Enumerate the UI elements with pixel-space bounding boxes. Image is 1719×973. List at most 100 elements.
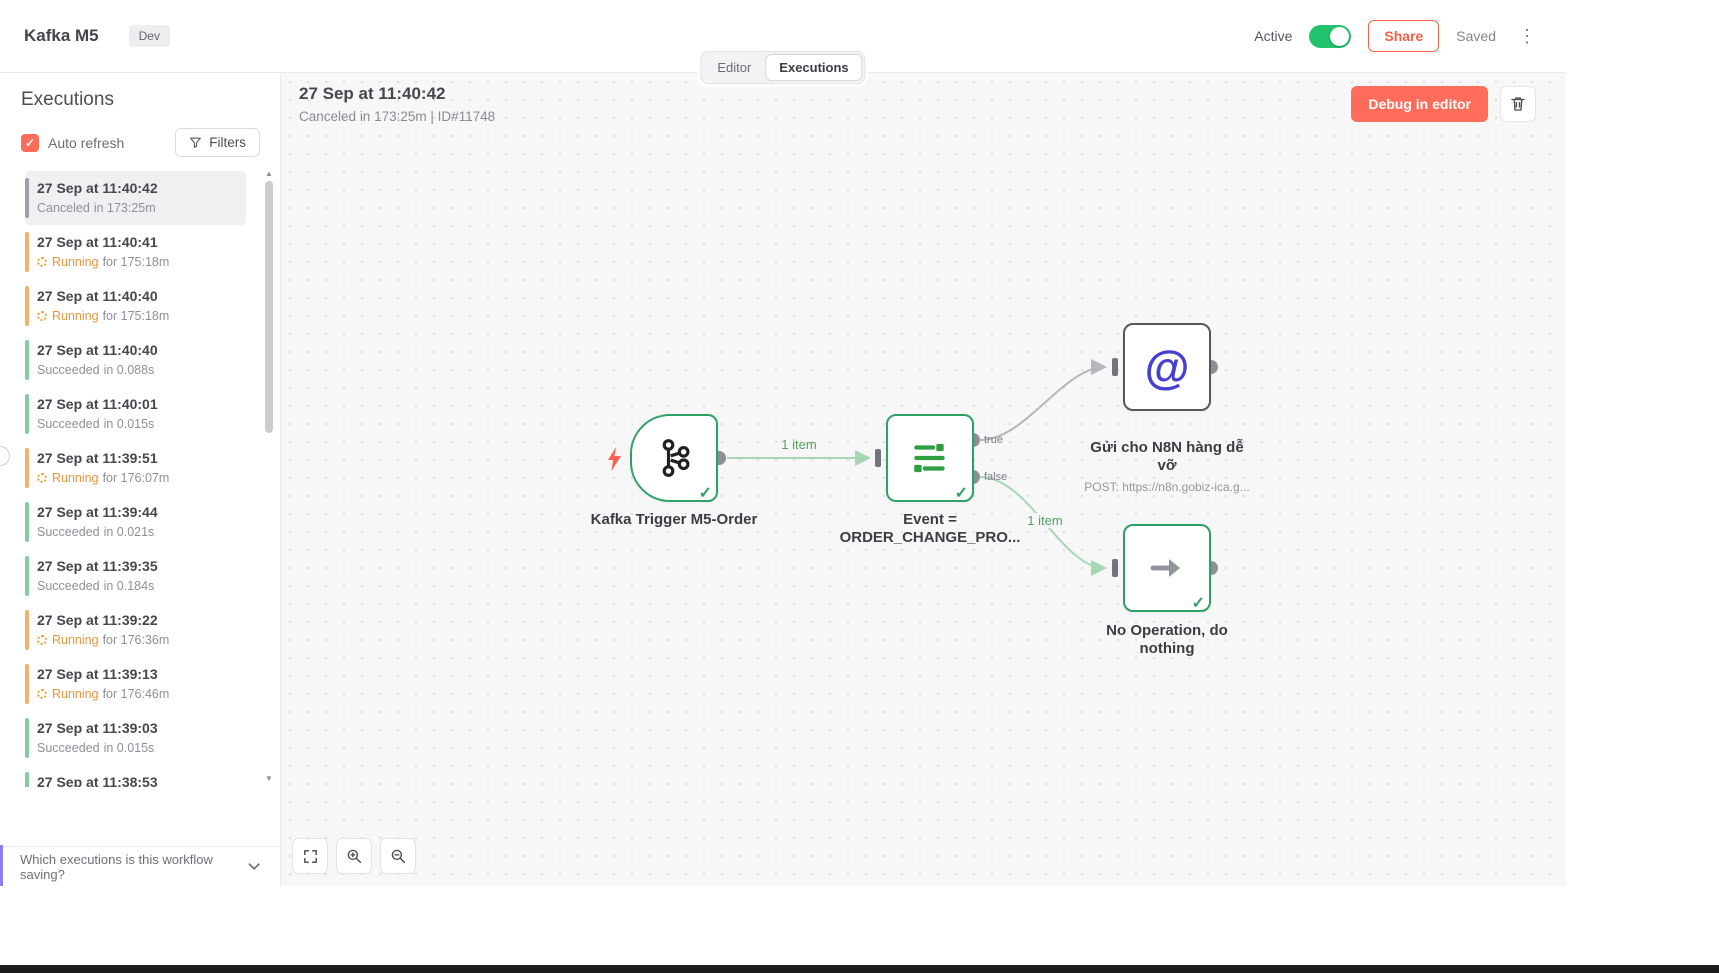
- debug-in-editor-button[interactable]: Debug in editor: [1351, 86, 1488, 122]
- at-sign-icon: @: [1144, 341, 1190, 393]
- execution-status: Running: [52, 633, 99, 647]
- chevron-down-icon[interactable]: [248, 862, 260, 871]
- execution-list-item[interactable]: 27 Sep at 11:39:03 Succeeded in 0.015s: [25, 711, 246, 765]
- toggle-knob-icon: [1330, 26, 1350, 46]
- execution-list-item[interactable]: 27 Sep at 11:40:40 Succeeded in 0.088s: [25, 333, 246, 387]
- execution-detail: for 176:36m: [102, 633, 170, 647]
- share-button[interactable]: Share: [1368, 20, 1440, 52]
- scroll-down-icon[interactable]: ▼: [265, 774, 273, 783]
- execution-status: Running: [52, 471, 99, 485]
- saved-status: Saved: [1456, 28, 1496, 44]
- execution-list-item[interactable]: 27 Sep at 11:38:53: [25, 765, 246, 787]
- input-port-noop: [1112, 559, 1118, 577]
- running-spinner-icon: [37, 311, 47, 321]
- execution-date: 27 Sep at 11:38:53: [37, 774, 158, 787]
- execution-detail: for 176:46m: [102, 687, 170, 701]
- node-kafka-trigger[interactable]: ✓: [630, 414, 718, 502]
- zoom-in-button[interactable]: [336, 838, 372, 874]
- execution-status: Running: [52, 687, 99, 701]
- execution-date: 27 Sep at 11:39:13: [37, 666, 158, 682]
- execution-list-item[interactable]: 27 Sep at 11:39:51 Running for 176:07m: [25, 441, 246, 495]
- execution-status-line: Succeeded in 0.021s: [37, 524, 238, 540]
- auto-refresh-checkbox[interactable]: ✓ Auto refresh: [21, 133, 124, 152]
- executions-list: ▲ ▼ 27 Sep at 11:40:42 Canceled in 173:2…: [0, 169, 280, 787]
- tab-editor[interactable]: Editor: [717, 60, 752, 75]
- execution-detail: for 176:07m: [102, 471, 170, 485]
- kafka-icon: [662, 439, 690, 477]
- canvas-zoom-controls: [292, 838, 416, 874]
- execution-detail: in 0.184s: [103, 579, 155, 593]
- execution-list-item[interactable]: 27 Sep at 11:39:13 Running for 176:46m: [25, 657, 246, 711]
- workflow-canvas[interactable]: 27 Sep at 11:40:42 Canceled in 173:25m |…: [281, 73, 1566, 886]
- execution-list-item[interactable]: 27 Sep at 11:40:41 Running for 175:18m: [25, 225, 246, 279]
- scrollbar-thumb[interactable]: [265, 181, 273, 433]
- execution-header-meta: Canceled in 173:25m | ID#11748: [299, 109, 495, 124]
- workflow-title[interactable]: Kafka M5: [24, 26, 99, 45]
- execution-date: 27 Sep at 11:39:44: [37, 504, 158, 520]
- node-label-event-switch: Event = ORDER_CHANGE_PRO...: [839, 511, 1021, 546]
- execution-list-item[interactable]: 27 Sep at 11:40:42 Canceled in 173:25m: [25, 171, 246, 225]
- active-toggle[interactable]: [1309, 24, 1352, 48]
- top-bar-actions: Active Share Saved ⋮: [1254, 20, 1542, 52]
- fit-view-button[interactable]: [292, 838, 328, 874]
- checkbox-checked-icon: ✓: [21, 133, 39, 152]
- execution-status-line: Canceled in 173:25m: [37, 200, 238, 216]
- zoom-out-button[interactable]: [380, 838, 416, 874]
- running-spinner-icon: [37, 635, 47, 645]
- sidebar-title: Executions: [21, 89, 114, 110]
- execution-status-line: Succeeded in 0.184s: [37, 578, 238, 594]
- execution-status: Succeeded: [37, 417, 100, 431]
- input-port-switch: [875, 449, 881, 467]
- execution-date: 27 Sep at 11:40:42: [37, 180, 158, 196]
- zoom-out-icon: [391, 849, 406, 864]
- execution-status-line: Running for 175:18m: [37, 254, 238, 270]
- purple-accent-bar: [0, 845, 3, 886]
- zoom-in-icon: [347, 849, 362, 864]
- n8n-app-window: Kafka M5 Dev Active Share Saved ⋮ Editor…: [0, 20, 1566, 886]
- executions-sidebar: Executions ✓ Auto refresh Filters: [0, 73, 281, 886]
- node-http-request[interactable]: @: [1123, 323, 1211, 411]
- list-scrollbar[interactable]: ▲ ▼: [263, 169, 275, 783]
- trigger-bolt-icon: [608, 447, 621, 471]
- sidebar-footer-question[interactable]: Which executions is this workflow saving…: [0, 846, 280, 886]
- success-check-icon: ✓: [1191, 595, 1205, 612]
- execution-header-title: 27 Sep at 11:40:42: [299, 84, 446, 103]
- delete-execution-button[interactable]: [1500, 86, 1536, 122]
- execution-list-item[interactable]: 27 Sep at 11:40:40 Running for 175:18m: [25, 279, 246, 333]
- footer-question-text: Which executions is this workflow saving…: [20, 851, 213, 882]
- execution-list-item[interactable]: 27 Sep at 11:39:22 Running for 176:36m: [25, 603, 246, 657]
- bottom-window-edge: [0, 965, 1719, 973]
- filters-label: Filters: [209, 135, 246, 150]
- execution-status-line: Succeeded in 0.015s: [37, 740, 238, 756]
- execution-status: Succeeded: [37, 525, 100, 539]
- execution-list-item[interactable]: 27 Sep at 11:40:01 Succeeded in 0.015s: [25, 387, 246, 441]
- scroll-up-icon[interactable]: ▲: [265, 169, 273, 178]
- http-node-title: Gửi cho N8N hàng dễ vỡ: [1090, 439, 1244, 474]
- execution-list-item[interactable]: 27 Sep at 11:39:44 Succeeded in 0.021s: [25, 495, 246, 549]
- arrow-right-icon: [1150, 559, 1180, 577]
- execution-detail: in 0.021s: [103, 525, 155, 539]
- execution-detail: for 175:18m: [102, 309, 170, 323]
- execution-status-line: Running for 176:07m: [37, 470, 238, 486]
- running-spinner-icon: [37, 689, 47, 699]
- execution-list-item[interactable]: 27 Sep at 11:39:35 Succeeded in 0.184s: [25, 549, 246, 603]
- execution-header-status: Canceled: [299, 109, 357, 124]
- tab-executions[interactable]: Executions: [765, 54, 863, 81]
- active-label: Active: [1254, 28, 1293, 44]
- execution-date: 27 Sep at 11:40:01: [37, 396, 158, 412]
- trash-icon: [1511, 97, 1525, 111]
- filters-button[interactable]: Filters: [175, 128, 260, 157]
- execution-status: Succeeded: [37, 363, 100, 377]
- environment-badge: Dev: [128, 25, 170, 47]
- execution-status: Succeeded: [37, 579, 100, 593]
- input-port-http: [1112, 358, 1118, 376]
- node-no-operation[interactable]: ✓: [1123, 524, 1211, 612]
- execution-status: Canceled: [37, 201, 90, 215]
- success-check-icon: ✓: [954, 485, 968, 502]
- kebab-menu-icon[interactable]: ⋮: [1518, 25, 1537, 46]
- editor-executions-tabs: Editor Executions: [700, 51, 866, 84]
- execution-status-line: Succeeded in 0.088s: [37, 362, 238, 378]
- node-event-switch[interactable]: ✓: [886, 414, 974, 502]
- execution-status-line: Succeeded in 0.015s: [37, 416, 238, 432]
- execution-date: 27 Sep at 11:40:41: [37, 234, 158, 250]
